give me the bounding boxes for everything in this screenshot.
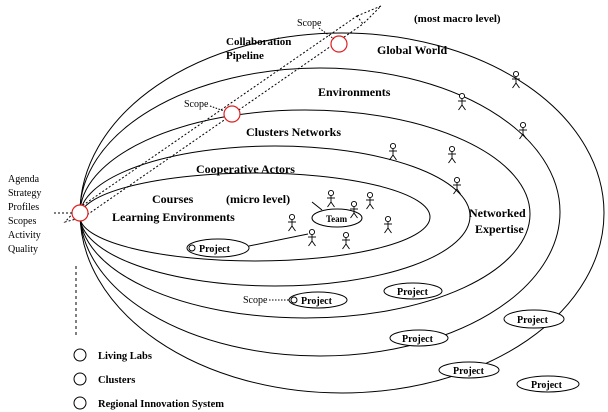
legend-item-regional-innovation-system: Regional Innovation System: [98, 399, 224, 410]
team-oval: [311, 208, 363, 228]
project-node: Project: [288, 291, 348, 309]
label-clusters-networks: Clusters Networks: [246, 125, 341, 139]
project-node: Project: [383, 282, 443, 300]
project-node: Project: [186, 238, 250, 258]
label-courses: Courses: [152, 192, 194, 206]
legend-item-living-labs: Living Labs: [98, 351, 152, 362]
scope-circle-top: [330, 35, 348, 53]
project-label: Project: [301, 296, 333, 307]
scope-label-middle: Scope: [184, 99, 209, 110]
person-icon: [326, 189, 336, 208]
project-label: Project: [531, 380, 563, 391]
legend-circle-icon: [73, 372, 87, 386]
project-label: Project: [402, 334, 434, 345]
project-label: Project: [199, 244, 231, 255]
label-networked: Networked: [469, 206, 526, 220]
left-list-item: Profiles: [8, 202, 39, 213]
team-label: Team: [326, 214, 348, 224]
scope-circle-bottom: [71, 204, 89, 222]
person-icon: [388, 142, 398, 161]
project-label: Project: [453, 366, 485, 377]
label-learning-environments: Learning Environments: [112, 210, 235, 224]
left-list: Agenda Strategy Profiles Scopes Activity…: [8, 174, 41, 255]
left-list-item: Scopes: [8, 216, 36, 227]
left-list-item: Agenda: [8, 174, 40, 185]
person-icon: [287, 213, 297, 232]
person-icon: [457, 92, 467, 111]
left-list-item: Quality: [8, 244, 38, 255]
person-icon: [447, 145, 457, 164]
project-node: Project: [438, 361, 500, 379]
label-pipeline: Pipeline: [226, 50, 264, 62]
project-node: Project: [389, 329, 449, 347]
project-label: Project: [517, 315, 549, 326]
legend-circle-icon: [73, 348, 87, 362]
person-icon: [307, 228, 317, 247]
project-label: Project: [397, 287, 429, 298]
label-global-world: Global World: [377, 43, 447, 57]
person-icon: [518, 121, 528, 140]
scope-circle-middle: [223, 105, 241, 123]
label-most-macro-level: (most macro level): [414, 13, 501, 25]
person-icon: [365, 191, 375, 210]
project-node: Project: [503, 309, 565, 329]
scope-label-bottom: Scope: [243, 295, 268, 306]
project-node: Project: [516, 375, 580, 393]
label-micro-level: (micro level): [226, 192, 290, 206]
person-icon: [383, 215, 393, 234]
scope-label-top: Scope: [297, 18, 322, 29]
label-expertise: Expertise: [475, 222, 524, 236]
legend-item-clusters: Clusters: [98, 375, 135, 386]
left-list-item: Activity: [8, 230, 41, 241]
legend-circle-icon: [73, 396, 87, 410]
person-icon: [341, 231, 351, 250]
label-cooperative-actors: Cooperative Actors: [196, 162, 295, 176]
left-list-item: Strategy: [8, 188, 41, 199]
legend: Living Labs Clusters Regional Innovation…: [73, 348, 224, 410]
label-environments: Environments: [318, 85, 391, 99]
label-collaboration: Collaboration: [226, 36, 291, 48]
